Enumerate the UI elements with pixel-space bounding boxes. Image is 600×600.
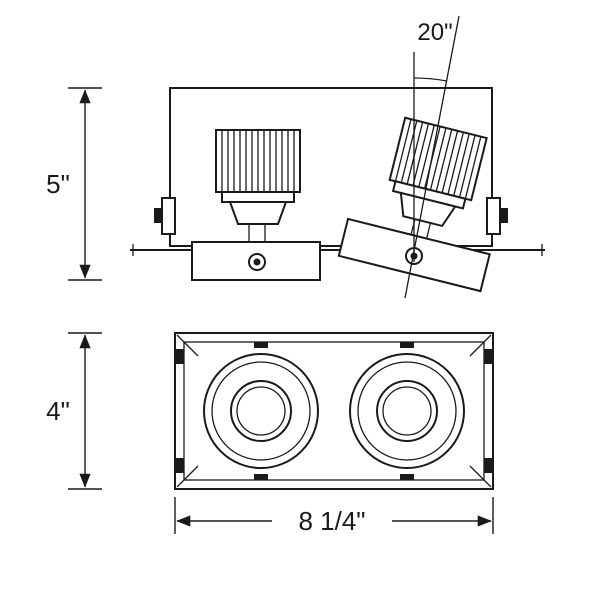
- lamp-head-left: [191, 129, 321, 281]
- bottom-face-view: 4" 8 1/4": [46, 332, 494, 536]
- adjust-screw-left-center: [253, 258, 261, 266]
- mounting-clip-left: [154, 197, 176, 235]
- tilt-angle-annotation: 20": [404, 15, 460, 299]
- yoke-left: [228, 201, 288, 225]
- mounting-clip-right: [486, 197, 508, 235]
- tilt-angle-label: 20": [417, 19, 452, 46]
- dimension-side-height: 5": [46, 87, 102, 281]
- heatsink-fins-left: [221, 130, 295, 192]
- angle-arc: [413, 77, 447, 82]
- face-inner-frame: [183, 341, 485, 481]
- dimension-face-width: 8 1/4": [174, 497, 494, 536]
- face-width-label: 8 1/4": [298, 506, 365, 536]
- face-height-label: 4": [46, 396, 70, 426]
- face-clips: [176, 349, 492, 473]
- aperture-left: [203, 353, 319, 469]
- housing-frame: [169, 87, 493, 247]
- adjust-screw-left: [248, 253, 266, 271]
- face-tabs: [254, 342, 414, 480]
- side-height-label: 5": [46, 169, 70, 199]
- face-outer-frame: [174, 332, 494, 490]
- lamp-flange-left: [221, 191, 295, 203]
- aperture-right: [349, 353, 465, 469]
- dimension-face-height: 4": [46, 332, 102, 490]
- yoke-stem-left: [248, 224, 266, 242]
- corner-gussets: [176, 334, 492, 488]
- ceiling-line: [130, 244, 545, 256]
- side-elevation-view: 20" 5": [46, 15, 545, 299]
